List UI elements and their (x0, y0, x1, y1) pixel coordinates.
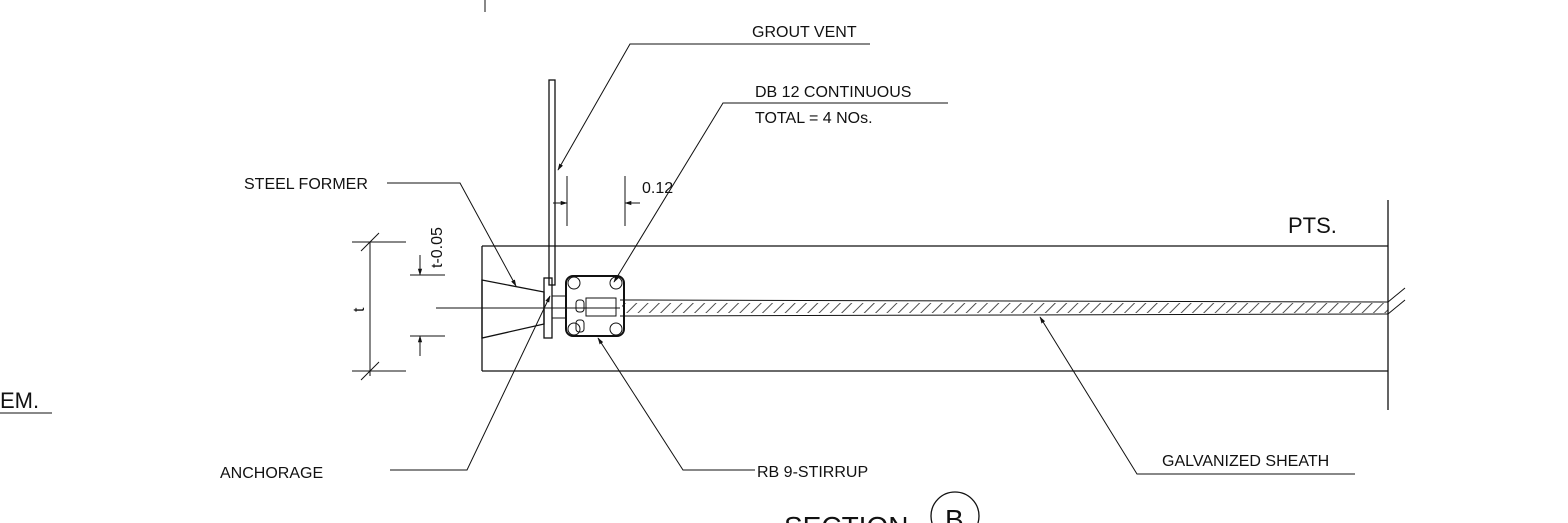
dim-0-12 (553, 176, 640, 226)
dim-t-0-05 (410, 255, 445, 356)
leader-lines (387, 43, 1355, 475)
pts-label: PTS. (1288, 213, 1337, 238)
galvanized-sheath-label: GALVANIZED SHEATH (1162, 453, 1329, 470)
rb9-stirrup (565, 275, 625, 337)
rb9-stirrup-label: RB 9-STIRRUP (757, 464, 868, 481)
section-title: SECTION (784, 511, 908, 523)
dim-t (352, 232, 406, 381)
db12-label-line1: DB 12 CONTINUOUS (755, 84, 911, 101)
dim-t-label: t (351, 307, 368, 312)
dim-0-12-label: 0.12 (642, 180, 673, 197)
dim-t-0-05-label: t-0.05 (429, 227, 446, 268)
section-mark-letter: B (945, 504, 964, 523)
edge-text: EM. (0, 388, 39, 413)
steel-former-label: STEEL FORMER (244, 176, 368, 193)
galvanized-sheath-tendon (619, 287, 1406, 317)
section-mark-circle (930, 491, 980, 523)
anchorage-label: ANCHORAGE (220, 465, 323, 482)
grout-vent-pipe (548, 79, 556, 286)
grout-vent-label: GROUT VENT (752, 24, 857, 41)
db12-label-line2: TOTAL = 4 NOs. (755, 110, 873, 127)
